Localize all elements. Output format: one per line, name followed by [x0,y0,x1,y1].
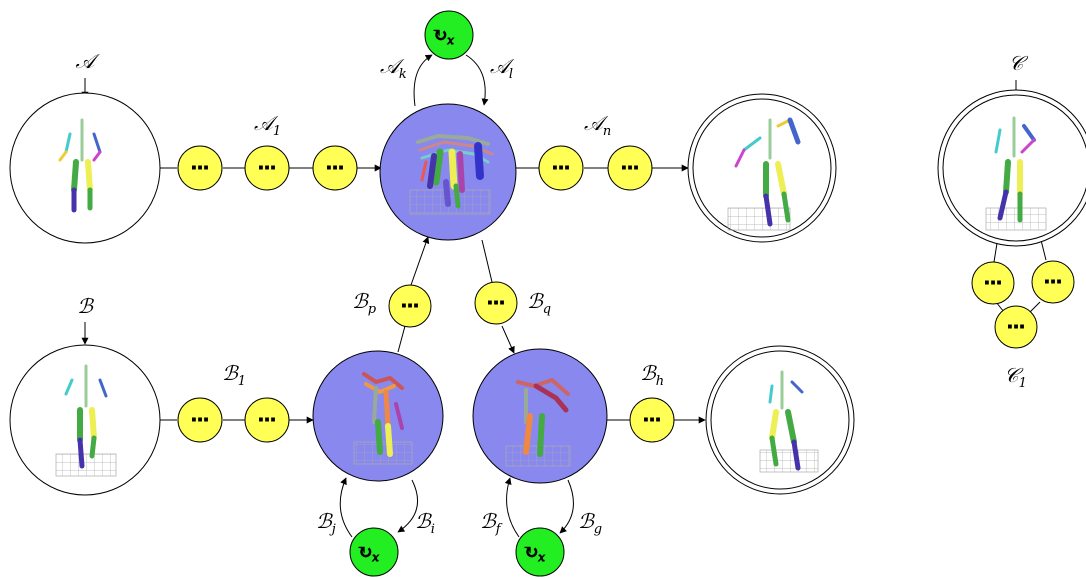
intermediate-state-text: ··· [643,410,661,429]
intermediate-state-text: ··· [1044,272,1062,291]
skeleton-cluster-hub-top [409,133,494,215]
intermediate-state-a5: ··· [607,145,653,191]
svg-text:↻x: ↻x [523,542,545,564]
edge-label-ak: 𝒜k [380,54,407,82]
loop-subscript: x [372,551,379,564]
loop-state-b2: ↻x [515,527,565,577]
edge-loop-bg [559,479,574,534]
intermediate-nodes: ··· ··· ··· ··· ··· ··· ··· ··· [177,145,1075,443]
edge-bhub1-to-bp [397,325,406,353]
loop-icon: ↻ [357,542,372,563]
state-a-end [687,93,837,243]
start-label-a: 𝒜 [76,49,101,73]
intermediate-state-text: ··· [258,410,276,429]
intermediate-state-text: ··· [258,158,276,177]
edge-c-dots-right-to-bottom [1029,301,1041,313]
edge-label-bf: ℬf [480,509,503,537]
skeleton-cluster-hub-b2 [505,377,571,467]
edge-loop-bj [339,477,353,538]
intermediate-state-text: ··· [552,158,570,177]
intermediate-state-text: ··· [401,296,419,315]
intermediate-state-bp: ··· [388,284,432,328]
edge-label-a1: 𝒜1 [254,111,281,139]
intermediate-state-c-left: ··· [971,261,1015,305]
intermediate-state-text: ··· [984,273,1002,292]
edge-label-c1: 𝒞1 [1004,363,1027,391]
skeleton-cluster-hub-b1 [353,372,413,465]
edge-bq-to-bhub2 [501,325,515,354]
intermediate-state-a1: ··· [177,145,223,191]
intermediate-state-c-right: ··· [1031,260,1075,304]
loop-subscript: x [447,34,454,47]
intermediate-state-c-bottom: ··· [994,305,1038,349]
skeleton-figure-a-end [727,117,801,231]
edge-label-bh: ℬh [640,361,664,389]
state-c [937,89,1086,247]
svg-text:↻x: ↻x [432,25,454,47]
loop-subscript: x [538,551,545,564]
intermediate-state-a3: ··· [312,145,358,191]
edge-hub-to-bq [481,239,493,283]
edge-bp-to-hub [410,236,430,286]
skeleton-figure-b-start [55,364,117,477]
intermediate-state-a2: ··· [244,145,290,191]
intermediate-state-text: ··· [191,158,209,177]
edge-label-bp: ℬp [352,289,377,317]
intermediate-state-text: ··· [487,293,505,312]
start-label-c: 𝒞 [1009,51,1029,75]
intermediate-state-text: ··· [191,410,209,429]
svg-text:↻x: ↻x [357,542,379,564]
state-a-start [9,92,161,244]
edge-label-an: 𝒜n [584,111,611,139]
intermediate-state-text: ··· [1007,317,1025,336]
loop-icon: ↻ [432,25,447,46]
skeleton-figure-c [985,116,1047,231]
intermediate-state-bq: ··· [474,281,518,325]
intermediate-state-bh: ··· [629,397,675,443]
edge-hub-to-loop-ak [413,54,433,107]
loop-state-b1: ↻x [349,527,399,577]
skeleton-figure-a-start [58,118,102,213]
edge-loop-bf [504,477,520,538]
edge-loop-to-hub-al [465,54,489,106]
intermediate-state-text: ··· [621,158,639,177]
state-hub-top [379,103,517,241]
edge-loop-bi [397,479,419,533]
intermediate-state-b1: ··· [177,397,223,443]
loop-nodes: ↻x ↻x ↻x [349,10,565,577]
edge-label-bi: ℬi [415,509,435,537]
state-b-start [9,344,161,496]
skeleton-figure-b-end [759,370,819,473]
skeleton-figures [55,116,1047,477]
intermediate-state-text: ··· [326,158,344,177]
loop-state-top: ↻x [424,10,474,60]
loop-icon: ↻ [523,542,538,563]
intermediate-state-a4: ··· [538,145,584,191]
edge-label-b1: ℬ1 [222,361,246,389]
edge-label-bq: ℬq [527,289,551,317]
start-label-b: ℬ [77,294,94,318]
intermediate-state-b2: ··· [244,397,290,443]
edge-label-al: 𝒜l [490,54,515,82]
edge-label-bj: ℬj [316,509,336,537]
edge-label-bg: ℬg [578,509,602,537]
